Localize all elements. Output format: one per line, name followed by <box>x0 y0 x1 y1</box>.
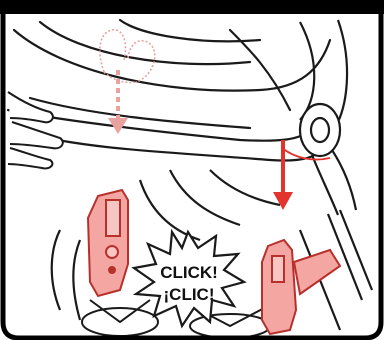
click-text-english: CLICK! <box>160 263 218 282</box>
arrow-down-icon <box>273 140 293 210</box>
header-band <box>0 0 384 14</box>
connector-right <box>262 240 340 334</box>
connector-left <box>88 190 128 296</box>
click-text-spanish: ¡CLIC! <box>164 285 215 304</box>
frame-tube-right <box>300 20 356 215</box>
